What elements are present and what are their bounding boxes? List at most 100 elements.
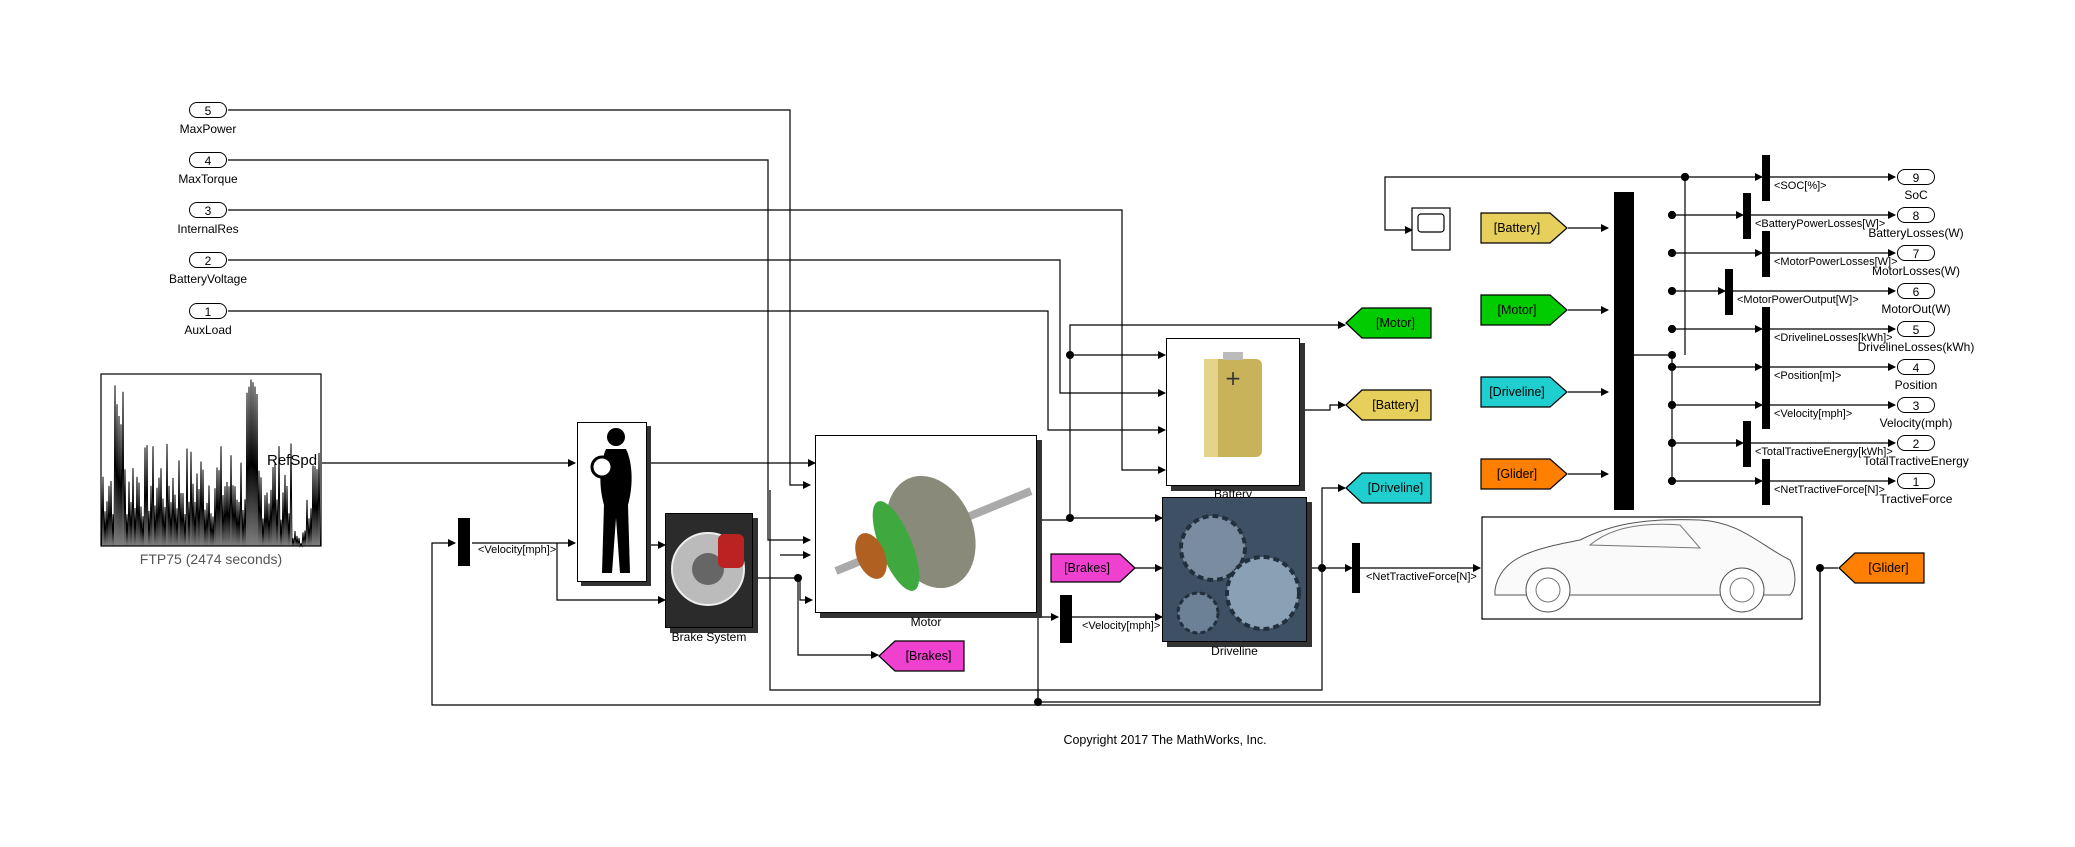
inport-label: MaxPower	[179, 122, 237, 136]
outport-1[interactable]: 9	[1897, 169, 1935, 185]
driver-block[interactable]	[577, 422, 647, 582]
outport-3[interactable]: 7	[1897, 245, 1935, 261]
inport-label: AuxLoad	[184, 323, 232, 337]
inport-maxpower[interactable]: 5	[189, 102, 227, 118]
goto-glider-label: [Glider]	[1868, 561, 1909, 575]
outport-8[interactable]: 2	[1897, 435, 1935, 451]
bus-selector-signal: <MotorPowerOutput[W]>	[1737, 294, 1859, 306]
outport-6[interactable]: 4	[1897, 359, 1935, 375]
driveline-block[interactable]	[1162, 497, 1307, 642]
bus-selector-signal: <NetTractiveForce[N]>	[1774, 484, 1885, 496]
outport-2[interactable]: 8	[1897, 207, 1935, 223]
ftp75-chart	[100, 373, 322, 548]
velocity-signal-left: <Velocity[mph]>	[478, 544, 557, 556]
line-auxload	[228, 310, 1166, 434]
outport-label: DrivelineLosses(kWh)	[1857, 340, 1975, 354]
bus-junction	[1667, 324, 1677, 334]
inport-label: MaxTorque	[178, 172, 238, 186]
bus-selector[interactable]	[1762, 459, 1770, 505]
line-maxpower	[228, 109, 811, 489]
bus-selector[interactable]	[1743, 421, 1751, 467]
line-maxtorque	[228, 159, 811, 544]
bus-selector[interactable]	[1762, 155, 1770, 201]
from-motor-tag[interactable]: [Motor]	[1480, 294, 1568, 326]
velocity-selector-left[interactable]	[458, 518, 470, 566]
from-driveline-tag[interactable]: [Driveline]	[1480, 376, 1568, 408]
bus-junction	[1667, 286, 1677, 296]
bus-selector[interactable]	[1743, 193, 1751, 239]
bus-creator[interactable]	[1614, 192, 1634, 510]
bus-selector[interactable]	[1762, 383, 1770, 429]
battery-block[interactable]: +	[1166, 338, 1300, 486]
brake-system-label: Brake System	[671, 630, 747, 644]
from-brakes-tag[interactable]: [Brakes]	[1050, 553, 1136, 583]
outport-label: MotorLosses(W)	[1871, 264, 1960, 278]
bus-selector-signal: <SOC[%]>	[1774, 180, 1827, 192]
outport-label: Position	[1894, 378, 1938, 392]
bus-selector-signal: <TotalTractiveEnergy[kWh]>	[1755, 446, 1893, 458]
goto-driveline-label: [Driveline]	[1367, 481, 1424, 495]
from-glider-label: [Glider]	[1496, 467, 1538, 481]
line-batteryvoltage	[228, 259, 1166, 397]
bus-junction	[1667, 362, 1677, 372]
line-internalres	[228, 209, 1166, 474]
ftp75-caption: FTP75 (2474 seconds)	[139, 551, 283, 567]
inport-auxload[interactable]: 1	[189, 303, 227, 319]
from-battery-label: [Battery]	[1493, 221, 1541, 235]
from-motor-label: [Motor]	[1497, 303, 1537, 317]
net-tractive-force-selector[interactable]	[1352, 543, 1360, 593]
outport-9[interactable]: 1	[1897, 473, 1935, 489]
bus-selector-signal: <Position[m]>	[1774, 370, 1842, 382]
motor-block[interactable]	[815, 435, 1037, 613]
bus-selector-signal: <Velocity[mph]>	[1774, 408, 1853, 420]
goto-motor-label: [Motor]	[1376, 316, 1415, 330]
motor-label: Motor	[910, 615, 942, 629]
outport-5[interactable]: 5	[1897, 321, 1935, 337]
from-battery-tag[interactable]: [Battery]	[1480, 212, 1568, 244]
net-tractive-force-signal: <NetTractiveForce[N]>	[1366, 571, 1477, 583]
from-driveline-label: [Driveline]	[1489, 385, 1545, 399]
bus-junction	[1667, 248, 1677, 258]
outport-label: Velocity(mph)	[1879, 416, 1953, 430]
velocity-selector-mid[interactable]	[1060, 595, 1072, 643]
copyright-text: Copyright 2017 The MathWorks, Inc.	[1063, 733, 1267, 747]
inport-label: InternalRes	[177, 222, 239, 236]
inport-maxtorque[interactable]: 4	[189, 152, 227, 168]
bus-selector-signal: <DrivelineLosses[kWh]>	[1774, 332, 1893, 344]
refspd-label: RefSpd	[267, 452, 318, 469]
scope-block	[1411, 207, 1451, 251]
outport-label: MotorOut(W)	[1881, 302, 1951, 316]
goto-battery-label: [Battery]	[1372, 398, 1419, 412]
bus-junction	[1667, 476, 1677, 486]
bus-selector[interactable]	[1762, 345, 1770, 391]
outport-7[interactable]: 3	[1897, 397, 1935, 413]
from-glider-tag[interactable]: [Glider]	[1480, 458, 1568, 490]
bus-junction	[1667, 400, 1677, 410]
from-brakes-label: [Brakes]	[1064, 561, 1110, 575]
goto-motor-tag[interactable]: [Motor]	[1345, 307, 1432, 339]
goto-battery-tag[interactable]: [Battery]	[1345, 389, 1432, 421]
outport-4[interactable]: 6	[1897, 283, 1935, 299]
inport-label: BatteryVoltage	[168, 272, 248, 286]
bus-selector[interactable]	[1762, 231, 1770, 277]
bus-selector-signal: <BatteryPowerLosses[W]>	[1755, 218, 1886, 230]
outport-label: SoC	[1904, 188, 1928, 202]
bus-selector[interactable]	[1762, 307, 1770, 353]
goto-driveline-tag[interactable]: [Driveline]	[1345, 472, 1432, 504]
bus-junction	[1667, 210, 1677, 220]
outport-label: TractiveForce	[1879, 492, 1953, 506]
goto-glider-tag[interactable]: [Glider]	[1838, 552, 1925, 584]
inport-batteryvoltage[interactable]: 2	[189, 252, 227, 268]
brake-system-block[interactable]	[665, 513, 753, 628]
glider-block	[1481, 516, 1803, 620]
bus-junction	[1667, 438, 1677, 448]
svg-text:+: +	[1225, 366, 1242, 390]
goto-brakes-tag[interactable]: [Brakes]	[878, 640, 965, 672]
bus-selector-signal: <MotorPowerLosses[W]>	[1774, 256, 1898, 268]
bus-selector[interactable]	[1725, 269, 1733, 315]
outport-label: BatteryLosses(W)	[1868, 226, 1964, 240]
driveline-label: Driveline	[1211, 644, 1258, 658]
goto-brakes-label: [Brakes]	[905, 649, 952, 663]
inport-internalres[interactable]: 3	[189, 202, 227, 218]
